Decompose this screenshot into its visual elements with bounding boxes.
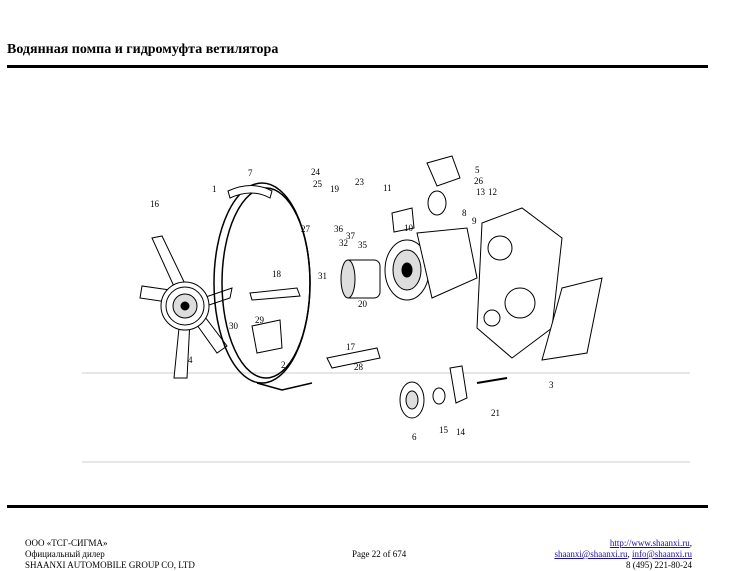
fluid-coupling-icon [340,259,381,299]
exploded-parts-diagram: 1 2 3 4 5 6 7 8 9 10 11 12 13 14 15 16 1… [82,128,690,464]
callout-21: 21 [491,408,500,418]
callout-19: 19 [330,184,340,194]
email-link-shaanxi[interactable]: shaanxi@shaanxi.ru [554,549,628,559]
callout-9: 9 [472,216,477,226]
fan-icon [139,235,233,379]
side-panel-icon [541,277,603,361]
fan-shroud-icon [213,182,313,391]
callout-37: 37 [346,231,356,241]
callout-3: 3 [549,380,554,390]
callout-8: 8 [462,208,467,218]
callout-32: 32 [339,238,348,248]
footer-contacts: http://www.shaanxi.ru, shaanxi@shaanxi.r… [554,538,692,570]
callout-20: 20 [358,299,368,309]
callout-6: 6 [412,432,417,442]
callout-7: 7 [248,168,253,178]
callout-27: 27 [301,224,311,234]
callout-15: 15 [439,425,449,435]
website-link[interactable]: http://www.shaanxi.ru [609,538,690,548]
callout-35: 35 [358,240,368,250]
footer-dealer: Официальный дилер [25,549,105,559]
callout-24: 24 [311,167,321,177]
footer-company-block: ООО «ТСГ-СИГМА» Официальный дилер SHAANX… [25,538,195,571]
water-pump-icon [384,207,478,301]
thermostat-icon [426,155,461,216]
callout-12: 12 [488,187,497,197]
callout-16: 16 [150,199,160,209]
footer-phone: 8 (495) 221-80-24 [626,560,692,570]
callout-1: 1 [212,184,217,194]
callout-30: 30 [229,321,239,331]
callout-2: 2 [281,360,286,370]
engine-cover-icon [476,207,563,359]
callout-29: 29 [255,315,265,325]
callout-labels: 1 2 3 4 5 6 7 8 9 10 11 12 13 14 15 16 1… [150,165,554,442]
callout-31: 31 [318,271,327,281]
callout-11: 11 [383,183,392,193]
page-number: Page 22 of 674 [352,549,407,559]
callout-4: 4 [188,355,193,365]
callout-13: 13 [476,187,486,197]
callout-5: 5 [475,165,480,175]
callout-23: 23 [355,177,365,187]
callout-36: 36 [334,224,344,234]
header-rule [7,65,708,68]
footer-group: SHAANXI AUTOMOBILE GROUP CO, LTD [25,560,195,570]
callout-18: 18 [272,269,282,279]
email-link-info[interactable]: info@shaanxi.ru [631,549,692,559]
callout-28: 28 [354,362,364,372]
footer-rule [7,505,708,508]
callout-26: 26 [474,176,484,186]
callout-14: 14 [456,427,466,437]
callout-17: 17 [346,342,356,352]
footer-company: ООО «ТСГ-СИГМА» [25,538,108,548]
callout-10: 10 [404,223,414,233]
bracket-icon [227,185,381,369]
page-title: Водянная помпа и гидромуфта ветилятора [7,42,279,57]
pulley-icon [399,365,508,419]
callout-25: 25 [313,179,323,189]
